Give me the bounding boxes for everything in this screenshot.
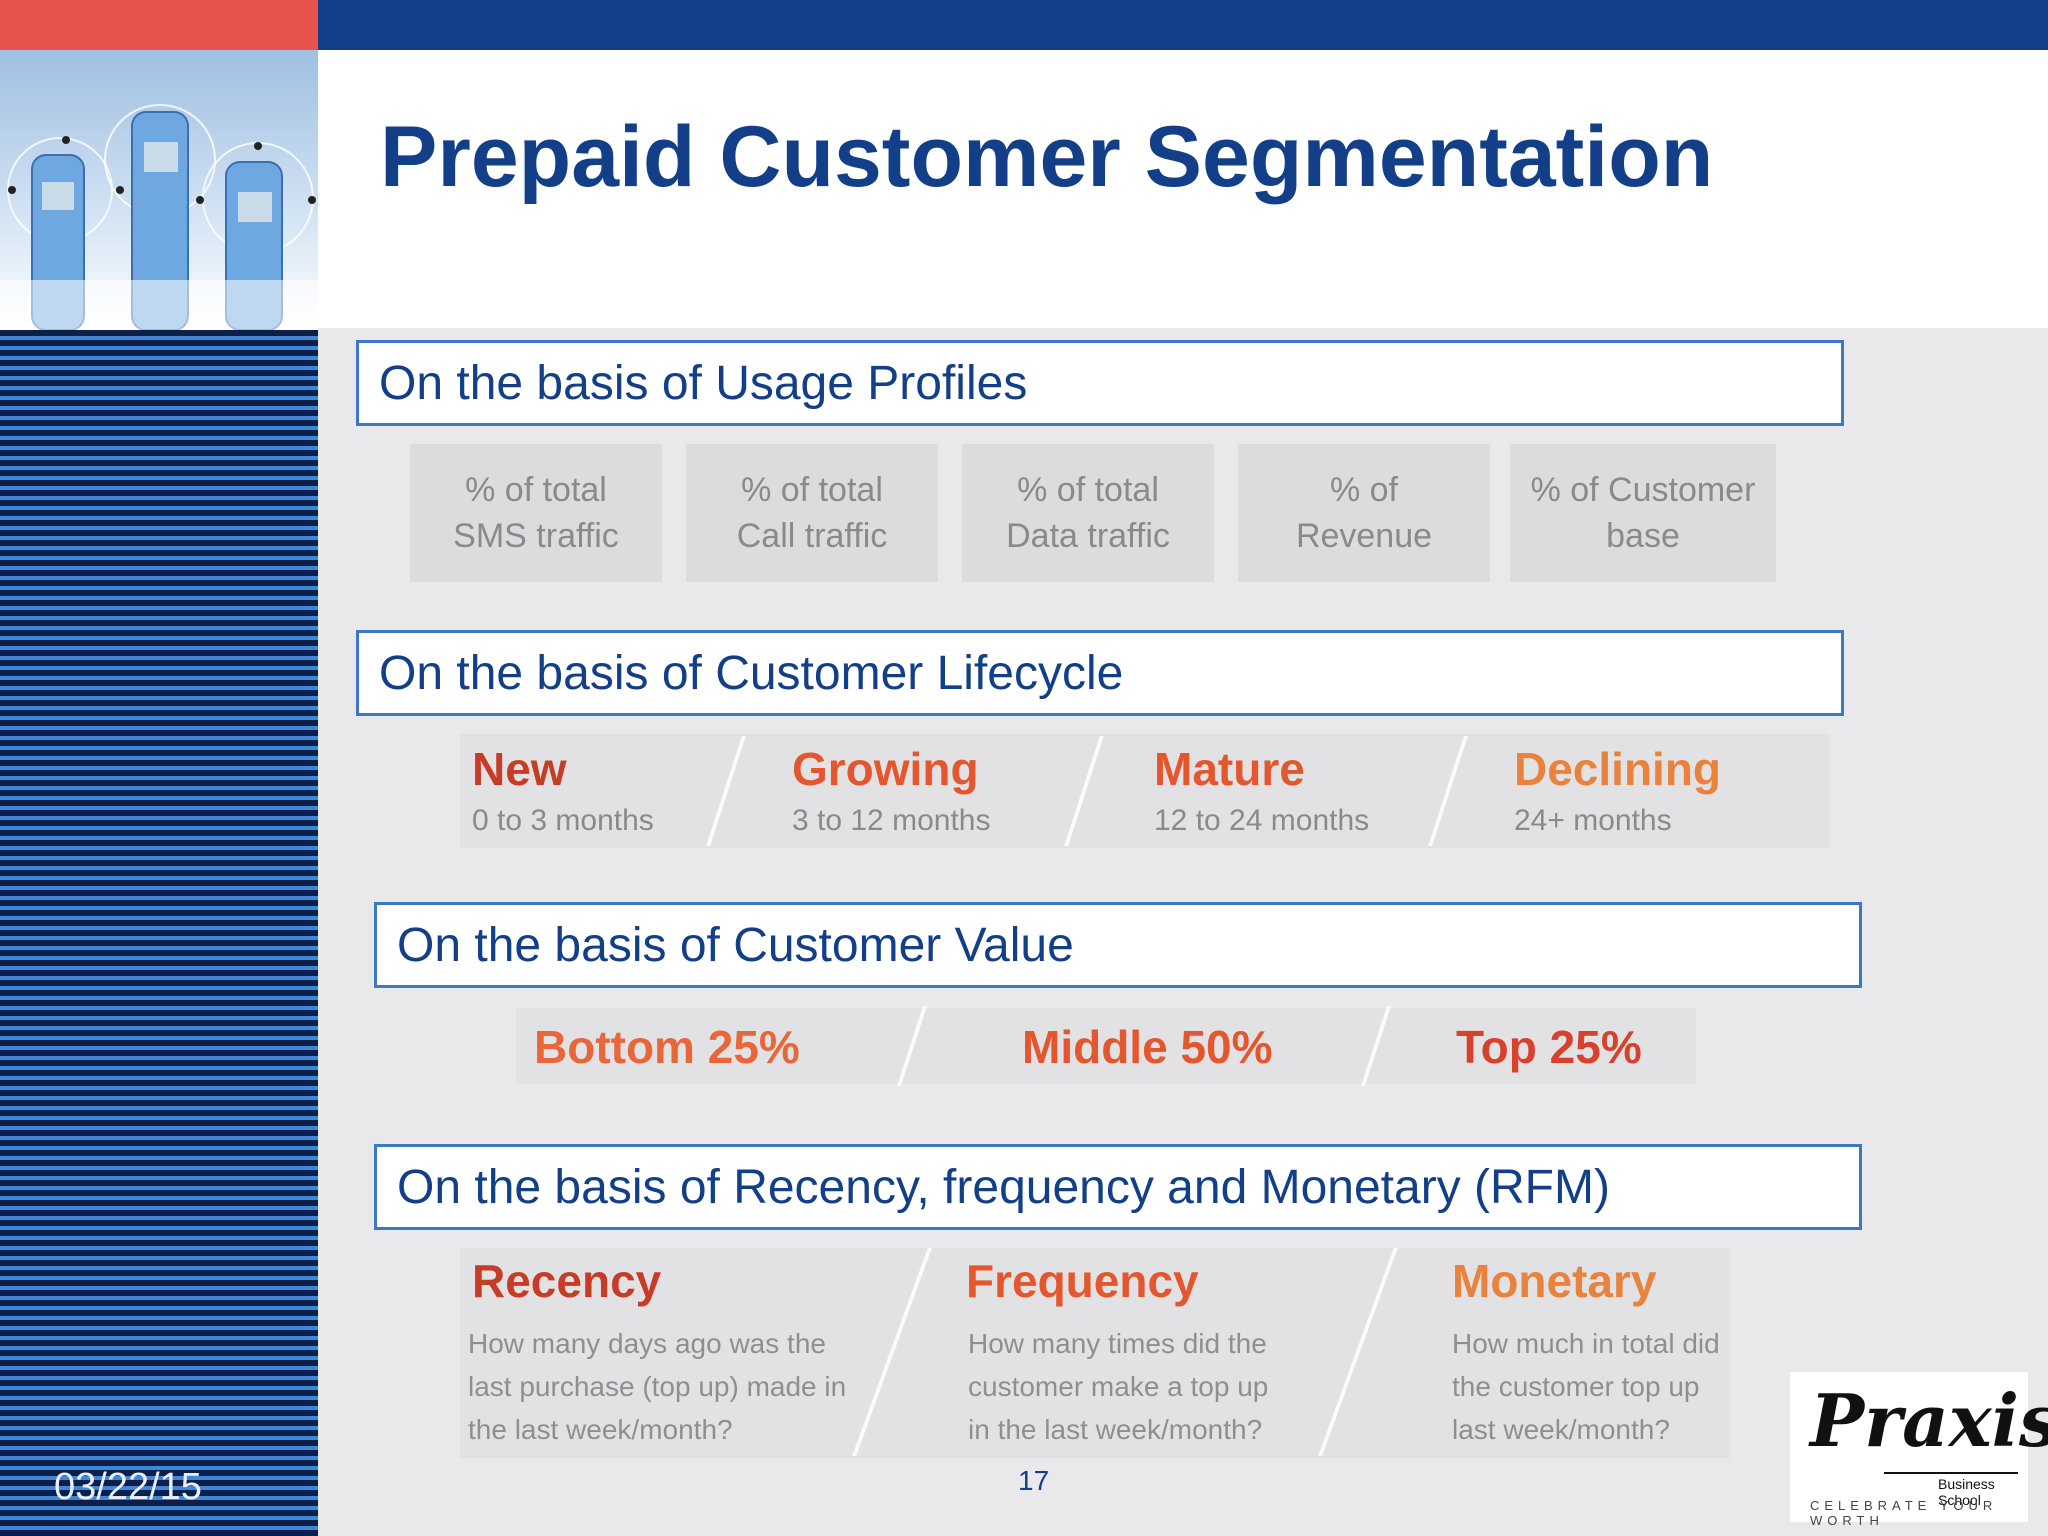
usage-cell-line2: Call traffic — [736, 517, 888, 555]
rfm-frequency-title: Frequency — [966, 1255, 1199, 1307]
rfm-monetary-title: Monetary — [1452, 1255, 1657, 1307]
rfm-band — [460, 1248, 1730, 1458]
lifecycle-stage-mature: Mature — [1154, 743, 1305, 795]
usage-cell-revenue: % of Revenue — [1238, 444, 1490, 582]
value-band — [516, 1008, 1696, 1084]
slide-title: Prepaid Customer Segmentation — [380, 109, 1714, 205]
usage-cell-line1: % of total — [465, 471, 607, 509]
logo-wordmark: Praxis — [1810, 1378, 2048, 1463]
rfm-desc-line: in the last week/month? — [968, 1414, 1263, 1445]
praxis-logo: Praxis Business School CELEBRATE YOUR WO… — [1790, 1372, 2048, 1528]
rfm-recency-desc: How many days ago was the last purchase … — [468, 1322, 848, 1451]
usage-cell-line1: % of — [1329, 471, 1399, 509]
usage-cell-line2: SMS traffic — [453, 517, 619, 555]
rfm-desc-line: last purchase (top up) made in — [468, 1371, 847, 1402]
logo-rule — [1884, 1472, 2018, 1474]
top-accent-bar — [0, 0, 318, 50]
logo-subtitle: Business School — [1938, 1476, 1995, 1508]
value-header: On the basis of Customer Value — [374, 902, 1862, 988]
rfm-monetary-desc: How much in total did the customer top u… — [1452, 1322, 1832, 1451]
usage-cell-line1: % of total — [1017, 471, 1159, 509]
rfm-recency-title: Recency — [472, 1255, 662, 1307]
top-brand-bar — [318, 0, 2048, 50]
usage-cell-line2: base — [1606, 517, 1680, 555]
lifecycle-header: On the basis of Customer Lifecycle — [356, 630, 1844, 716]
rfm-header: On the basis of Recency, frequency and M… — [374, 1144, 1862, 1230]
usage-profiles-header: On the basis of Usage Profiles — [356, 340, 1844, 426]
rfm-desc-line: How many days ago was the — [468, 1328, 826, 1359]
usage-cell-line1: % of Customer — [1530, 471, 1756, 509]
lifecycle-stage-declining: Declining — [1514, 743, 1722, 795]
rfm-desc-line: How much in total did — [1452, 1328, 1720, 1359]
rfm-frequency-desc: How many times did the customer make a t… — [968, 1322, 1348, 1451]
lifecycle-band — [460, 734, 1830, 848]
lifecycle-range-new: 0 to 3 months — [472, 804, 654, 837]
rfm-desc-line: customer make a top up — [968, 1371, 1269, 1402]
striped-side-panel — [0, 330, 318, 1536]
phones-icon — [0, 104, 318, 330]
slide-date: 03/22/15 — [54, 1466, 202, 1508]
page-number: 17 — [1018, 1465, 1050, 1496]
value-tier-top: Top 25% — [1456, 1021, 1642, 1073]
lifecycle-stage-new: New — [472, 743, 567, 795]
rfm-desc-line: the last week/month? — [468, 1414, 733, 1445]
lifecycle-range-mature: 12 to 24 months — [1154, 804, 1370, 837]
usage-cell-line2: Data traffic — [1006, 517, 1170, 555]
lifecycle-stage-growing: Growing — [792, 743, 979, 795]
rfm-desc-line: last week/month? — [1452, 1414, 1670, 1445]
logo-tagline: CELEBRATE YOUR WORTH — [1810, 1498, 1998, 1528]
lifecycle-range-declining: 24+ months — [1514, 804, 1672, 837]
usage-cell-customer-base: % of Customer base — [1510, 444, 1776, 582]
lifecycle-range-growing: 3 to 12 months — [792, 804, 991, 837]
rfm-desc-line: the customer top up — [1452, 1371, 1700, 1402]
rfm-desc-line: How many times did the — [968, 1328, 1267, 1359]
value-tier-bottom: Bottom 25% — [534, 1021, 800, 1073]
mobile-phones-illustration — [0, 50, 318, 330]
usage-cell-line1: % of total — [741, 471, 883, 509]
usage-cell-line2: Revenue — [1295, 517, 1433, 555]
value-tier-middle: Middle 50% — [1022, 1021, 1273, 1073]
